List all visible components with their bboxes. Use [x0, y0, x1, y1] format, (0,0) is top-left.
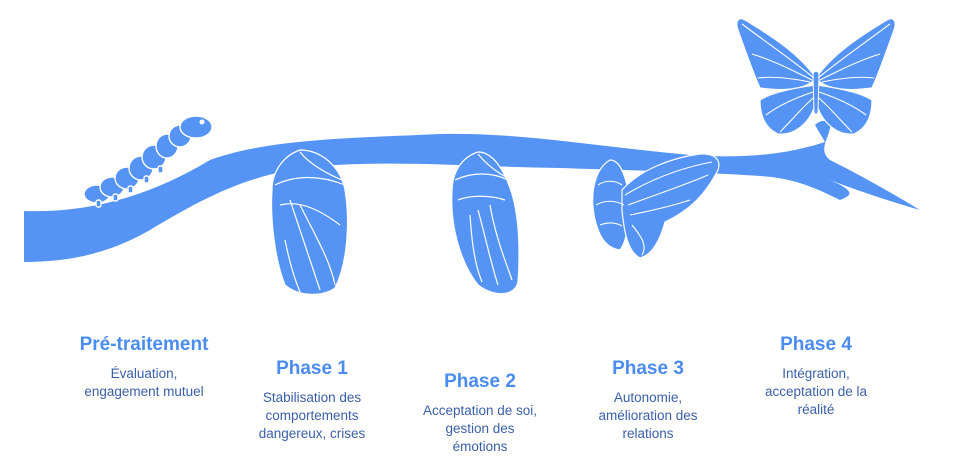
phase-description-line: relations	[622, 426, 674, 441]
phase-description-line: Stabilisation des	[262, 390, 362, 405]
phase-description-line: dangereux, crises	[258, 426, 366, 441]
phase-title: Phase 2	[444, 371, 516, 392]
phase-description-line: Autonomie,	[613, 390, 683, 405]
phase-4: Phase 4 Intégration, acceptation de la r…	[726, 333, 906, 419]
phase-description-line: Acceptation de soi,	[422, 403, 538, 418]
phase-2: Phase 2 Acceptation de soi, gestion des …	[380, 370, 580, 456]
phase-title: Phase 4	[780, 334, 852, 355]
phase-description: Acceptation de soi, gestion des émotions	[380, 402, 580, 456]
phase-description-line: engagement mutuel	[84, 384, 204, 399]
phase-description-line: émotions	[452, 439, 508, 454]
caterpillar-icon	[83, 115, 213, 208]
phase-description: Stabilisation des comportements dangereu…	[222, 389, 402, 443]
chrysalis-icon	[271, 149, 349, 295]
chrysalis-icon	[451, 151, 520, 295]
phase-description-line: Évaluation,	[110, 366, 178, 381]
phase-pre-treatment: Pré-traitement Évaluation, engagement mu…	[34, 333, 254, 401]
phase-description: Intégration, acceptation de la réalité	[726, 365, 906, 419]
phase-title: Pré-traitement	[79, 334, 209, 355]
phase-3: Phase 3 Autonomie, amélioration des rela…	[558, 357, 738, 443]
phase-description-line: Intégration,	[782, 366, 850, 381]
phase-description-line: comportements	[265, 408, 359, 423]
phase-description-line: amélioration des	[598, 408, 698, 423]
phase-description-line: acceptation de la	[764, 384, 868, 399]
phase-description-line: réalité	[797, 402, 835, 417]
phase-1: Phase 1 Stabilisation des comportements …	[222, 357, 402, 443]
illustration	[24, 18, 920, 295]
phase-description-line: gestion des	[445, 421, 515, 436]
phase-title: Phase 3	[612, 358, 684, 379]
emerging-butterfly-icon	[592, 153, 720, 259]
phase-description: Évaluation, engagement mutuel	[34, 365, 254, 401]
phase-description: Autonomie, amélioration des relations	[558, 389, 738, 443]
phase-title: Phase 1	[276, 358, 348, 379]
butterfly-icon	[736, 18, 896, 135]
